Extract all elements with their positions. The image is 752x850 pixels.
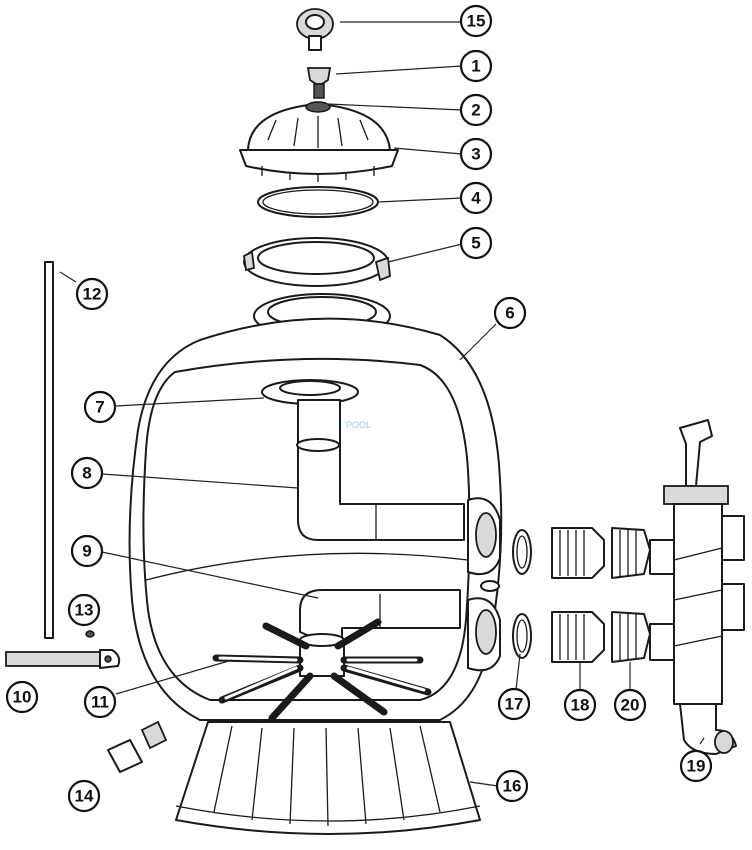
- part-dome-lid: [239, 101, 399, 182]
- callout-19: 19: [679, 749, 713, 783]
- svg-text:18: 18: [571, 696, 590, 715]
- svg-text:14: 14: [75, 787, 94, 806]
- callout-20: 20: [613, 688, 647, 722]
- callout-2: 2: [459, 93, 493, 127]
- svg-text:13: 13: [75, 601, 94, 620]
- callout-1: 1: [459, 49, 493, 83]
- svg-text:2: 2: [471, 101, 480, 120]
- svg-text:19: 19: [687, 757, 706, 776]
- callout-17: 17: [497, 687, 531, 721]
- part-clamp-ring: [243, 237, 391, 287]
- part-pressure-gauge: [296, 8, 334, 51]
- part-union-nuts: [611, 527, 651, 663]
- watermark-text: POOL: [346, 420, 371, 430]
- leader-lines: [59, 21, 705, 787]
- callout-14: 14: [67, 779, 101, 813]
- callout-8: 8: [70, 456, 104, 490]
- part-o-ring: [257, 186, 379, 218]
- part-standpipe-rod: [44, 261, 54, 639]
- svg-text:9: 9: [82, 542, 91, 561]
- callout-12: 12: [75, 277, 109, 311]
- part-upper-pipe: [296, 399, 465, 541]
- callout-7: 7: [83, 390, 117, 424]
- callout-16: 16: [495, 769, 529, 803]
- part-laterals: [212, 618, 432, 722]
- callout-10: 10: [5, 680, 39, 714]
- part-drain-plug: [107, 720, 168, 773]
- callout-3: 3: [459, 137, 493, 171]
- svg-text:4: 4: [471, 189, 481, 208]
- svg-text:7: 7: [95, 398, 104, 417]
- svg-text:1: 1: [471, 57, 480, 76]
- svg-text:10: 10: [13, 688, 32, 707]
- part-air-release-valve: [306, 67, 332, 99]
- callout-15: 15: [459, 4, 493, 38]
- callout-6: 6: [493, 296, 527, 330]
- svg-text:16: 16: [503, 777, 522, 796]
- svg-text:5: 5: [471, 234, 480, 253]
- callout-4: 4: [459, 181, 493, 215]
- svg-text:12: 12: [83, 285, 102, 304]
- svg-text:6: 6: [505, 304, 514, 323]
- callout-5: 5: [459, 226, 493, 260]
- callout-18: 18: [563, 688, 597, 722]
- part-drain-pipe: [5, 649, 121, 669]
- svg-text:3: 3: [471, 145, 480, 164]
- svg-text:11: 11: [91, 693, 109, 712]
- part-threaded-unions: [551, 527, 605, 663]
- part-gaskets: [512, 529, 532, 659]
- callout-13: 13: [67, 593, 101, 627]
- svg-text:17: 17: [505, 695, 524, 714]
- callout-9: 9: [70, 534, 104, 568]
- part-screw: [85, 630, 95, 638]
- part-diffuser: [261, 379, 359, 405]
- svg-text:15: 15: [467, 12, 486, 31]
- part-base: [175, 721, 481, 835]
- svg-text:8: 8: [82, 464, 91, 483]
- callout-11: 11: [83, 685, 117, 719]
- svg-text:20: 20: [621, 696, 640, 715]
- part-multiport-valve: [649, 419, 745, 755]
